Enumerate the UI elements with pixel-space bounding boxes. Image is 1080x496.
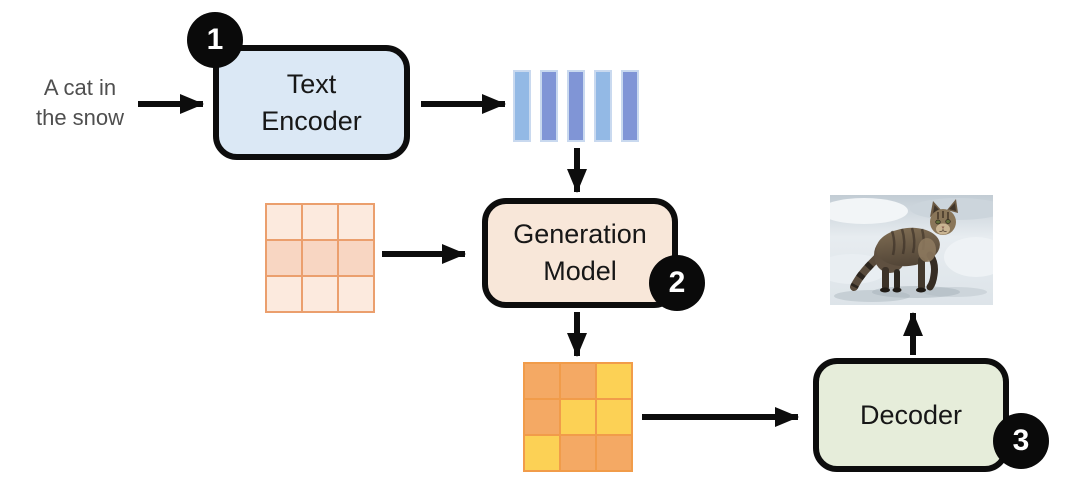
grid-cell <box>560 435 596 471</box>
grid-cell <box>338 240 374 276</box>
step-1-badge: 1 <box>187 12 243 68</box>
text-encoder-box: Text Encoder <box>213 45 410 160</box>
embedding-bar <box>567 70 585 142</box>
cat-image <box>830 195 993 305</box>
decoder-box: Decoder <box>813 358 1009 472</box>
generation-model-label-line-2: Model <box>543 256 617 286</box>
step-3-badge: 3 <box>993 413 1049 469</box>
grid-cell <box>302 240 338 276</box>
text-encoder-label-line-2: Encoder <box>261 105 362 136</box>
decoder-label: Decoder <box>859 399 963 430</box>
grid-cell <box>338 276 374 312</box>
grid-cell <box>524 363 560 399</box>
text-embedding-bars <box>513 70 639 142</box>
generation-model-box: Generation Model <box>482 198 678 308</box>
generated-latent-grid <box>523 362 633 472</box>
generation-model-label-line-1: Generation <box>513 219 647 249</box>
prompt-line-2: the snow <box>35 105 125 130</box>
noise-latent-grid <box>265 203 375 313</box>
grid-cell <box>302 204 338 240</box>
grid-cell <box>302 276 338 312</box>
text-encoder-label-line-1: Text <box>286 68 337 99</box>
grid-cell <box>266 276 302 312</box>
prompt-text: A cat in the snow <box>12 73 148 133</box>
grid-cell <box>560 363 596 399</box>
grid-cell <box>338 204 374 240</box>
grid-cell <box>596 363 632 399</box>
grid-cell <box>596 435 632 471</box>
embedding-bar <box>513 70 531 142</box>
grid-cell <box>524 399 560 435</box>
step-2-badge: 2 <box>649 255 705 311</box>
prompt-line-1: A cat in <box>43 75 117 100</box>
embedding-bar <box>594 70 612 142</box>
embedding-bar <box>621 70 639 142</box>
grid-cell <box>524 435 560 471</box>
grid-cell <box>596 399 632 435</box>
grid-cell <box>266 204 302 240</box>
grid-cell <box>560 399 596 435</box>
embedding-bar <box>540 70 558 142</box>
grid-cell <box>266 240 302 276</box>
